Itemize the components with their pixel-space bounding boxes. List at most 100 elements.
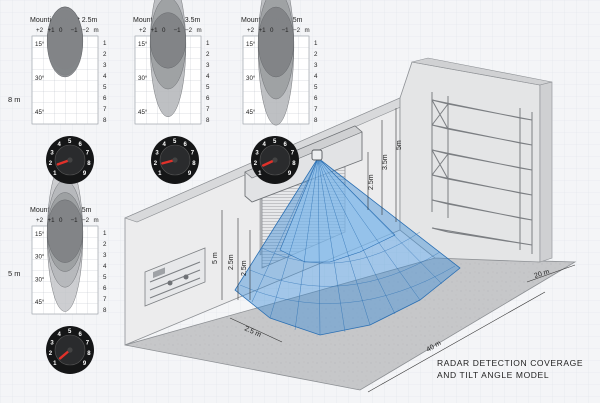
row-number: 8 xyxy=(314,117,318,124)
dial-digit: 5 xyxy=(273,139,277,145)
row-number: 7 xyxy=(206,106,210,113)
axis-tick-label: +1 xyxy=(259,27,267,34)
axis-tick-label: +2 xyxy=(36,27,44,34)
dial-digit: 7 xyxy=(86,150,90,156)
axis-tick-label: 0 xyxy=(59,27,63,34)
beam-inner xyxy=(279,157,396,263)
axis-tick-label: +1 xyxy=(48,27,56,34)
dial-digit: 3 xyxy=(255,150,259,156)
tilt-angle-label: 30° xyxy=(246,75,256,82)
side-label-8m: 8 m xyxy=(8,95,21,104)
row-number: 8 xyxy=(206,117,210,124)
axis-tick-label: 0 xyxy=(162,27,166,34)
row-number: 6 xyxy=(314,95,318,102)
side-label-5m: 5 m xyxy=(8,269,21,278)
row-number: 8 xyxy=(103,307,107,314)
dial-digit: 7 xyxy=(291,150,295,156)
shelving-rack xyxy=(431,92,533,254)
axis-tick-label: +2 xyxy=(36,217,44,224)
row-number: 3 xyxy=(206,62,210,69)
dial-digit: 5 xyxy=(173,139,177,145)
dial-digit: 9 xyxy=(188,171,192,177)
axis-tick-label: −1 xyxy=(174,27,182,34)
dial-digit: 2 xyxy=(49,351,53,357)
row-number: 4 xyxy=(314,73,318,80)
dial-digit: 8 xyxy=(292,161,296,167)
tilt-angle-label: 15° xyxy=(35,41,45,48)
tilt-angle-label: 15° xyxy=(35,231,45,238)
dial-digit: 4 xyxy=(163,142,167,148)
axis-tick-label: m xyxy=(94,217,99,224)
axis-tick-label: 0 xyxy=(270,27,274,34)
axis-tick-label: m xyxy=(94,27,99,34)
row-number: 3 xyxy=(103,252,107,259)
row-number: 1 xyxy=(103,40,107,47)
axis-tick-label: −1 xyxy=(71,217,79,224)
radar-sensor xyxy=(311,149,323,161)
coverage-zone xyxy=(149,12,187,69)
row-number: 1 xyxy=(314,40,318,47)
floor xyxy=(124,257,577,391)
dial-digit: 8 xyxy=(87,161,91,167)
dial-digit: 7 xyxy=(191,150,195,156)
row-number: 3 xyxy=(314,62,318,69)
tilt-angle-label: 45° xyxy=(35,299,45,306)
dial-digit: 1 xyxy=(258,171,262,177)
row-number: 8 xyxy=(103,117,107,124)
row-number: 7 xyxy=(314,106,318,113)
row-number: 4 xyxy=(103,263,107,270)
caption-line-2: AND TILT ANGLE MODEL xyxy=(437,370,550,380)
axis-tick-label: m xyxy=(305,27,310,34)
back-wall-side xyxy=(539,81,553,263)
row-number: 6 xyxy=(103,285,107,292)
tilt-angle-label: 15° xyxy=(138,41,148,48)
row-number: 2 xyxy=(206,51,210,58)
dial-digit: 6 xyxy=(79,142,83,148)
dial-digit: 5 xyxy=(68,329,72,335)
tilt-angle-label: 30° xyxy=(138,75,148,82)
row-number: 2 xyxy=(314,51,318,58)
dim-label-wall-2-5m-a: 2.5m xyxy=(228,254,235,270)
dial-digit: 6 xyxy=(184,142,188,148)
coverage-panel: Mounting height 5m+2+10−1−2m1234567815°3… xyxy=(30,160,107,315)
row-number: 4 xyxy=(103,73,107,80)
dial-digit: 1 xyxy=(158,171,162,177)
dial-hub xyxy=(67,157,73,163)
axis-tick-label: −2 xyxy=(185,27,193,34)
dial-hub xyxy=(67,347,73,353)
row-number: 1 xyxy=(206,40,210,47)
dimension-lines xyxy=(221,108,576,393)
row-number: 6 xyxy=(103,95,107,102)
dial-digit: 9 xyxy=(83,361,87,367)
dim-label-5m-right: 5m xyxy=(396,140,403,150)
dim-label-2-5m: 2.5m xyxy=(368,174,375,190)
axis-tick-label: +1 xyxy=(48,217,56,224)
tilt-angle-label: 30° xyxy=(35,276,45,283)
dim-label-floor-20m: 20 m xyxy=(533,268,550,280)
axis-tick-label: 0 xyxy=(59,217,63,224)
dial-digit: 1 xyxy=(53,361,57,367)
row-number: 2 xyxy=(103,241,107,248)
row-number: 3 xyxy=(103,62,107,69)
back-wall xyxy=(399,61,541,263)
dial-digit: 1 xyxy=(53,171,57,177)
row-number: 1 xyxy=(103,230,107,237)
coverage-zone xyxy=(257,6,295,78)
row-number: 4 xyxy=(206,73,210,80)
tilt-angle-label: 45° xyxy=(35,109,45,116)
caption-line-1: RADAR DETECTION COVERAGE xyxy=(437,358,584,368)
dial-digit: 2 xyxy=(154,161,158,167)
dial-digit: 8 xyxy=(192,161,196,167)
dial-digit: 9 xyxy=(83,171,87,177)
axis-tick-label: −1 xyxy=(282,27,290,34)
row-number: 5 xyxy=(103,274,107,281)
dial-digit: 2 xyxy=(49,161,53,167)
axis-tick-label: −2 xyxy=(82,27,90,34)
tilt-angle-label: 15° xyxy=(246,41,256,48)
row-number: 5 xyxy=(206,84,210,91)
tilt-angle-label: 30° xyxy=(35,254,45,261)
